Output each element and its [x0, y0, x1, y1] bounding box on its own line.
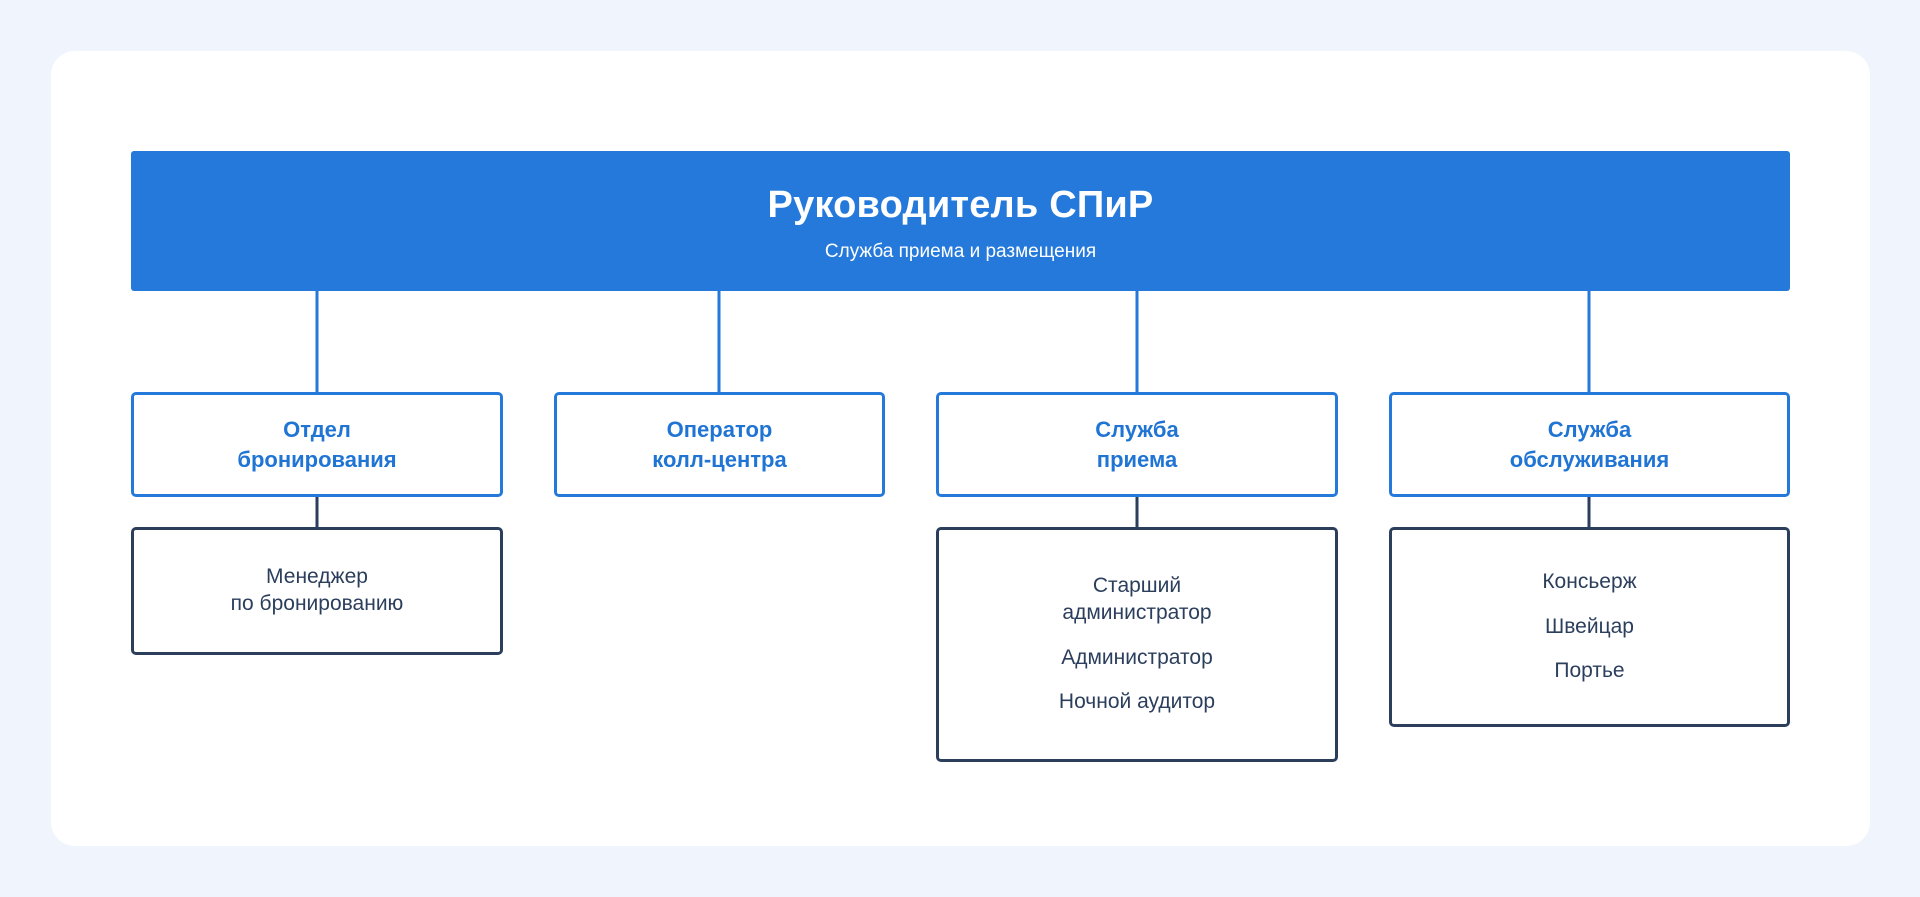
dept-node-booking: Отдел бронирования: [131, 392, 503, 497]
role-item: Старший администратор: [1062, 573, 1212, 624]
dept-node-reception: Служба приема: [936, 392, 1338, 497]
role-item: Ночной аудитор: [1058, 690, 1216, 714]
dept-label: Оператор колл-центра: [652, 417, 787, 472]
dept-label: Отдел бронирования: [237, 417, 397, 472]
role-item: Портье: [1554, 659, 1625, 683]
root-title: Руководитель СПиР: [767, 183, 1154, 226]
org-chart: Руководитель СПиР Служба приема и размещ…: [51, 51, 1870, 846]
dept-label: Служба обслуживания: [1509, 417, 1670, 472]
roles-node-service: Консьерж Швейцар Портье: [1389, 527, 1790, 727]
dept-label: Служба приема: [1095, 417, 1179, 472]
role-item: Менеджер по бронированию: [230, 565, 404, 615]
roles-node-reception: Старший администратор Администратор Ночн…: [936, 527, 1338, 762]
role-item: Швейцар: [1545, 614, 1634, 638]
diagram-card: Руководитель СПиР Служба приема и размещ…: [51, 51, 1870, 846]
dept-node-service: Служба обслуживания: [1389, 392, 1790, 497]
dept-node-call-center: Оператор колл-центра: [554, 392, 885, 497]
roles-node-booking: Менеджер по бронированию: [131, 527, 503, 655]
root-node: Руководитель СПиР Служба приема и размещ…: [131, 151, 1790, 291]
root-subtitle: Служба приема и размещения: [824, 241, 1097, 263]
role-item: Администратор: [1061, 645, 1213, 669]
role-item: Консьерж: [1542, 569, 1637, 593]
